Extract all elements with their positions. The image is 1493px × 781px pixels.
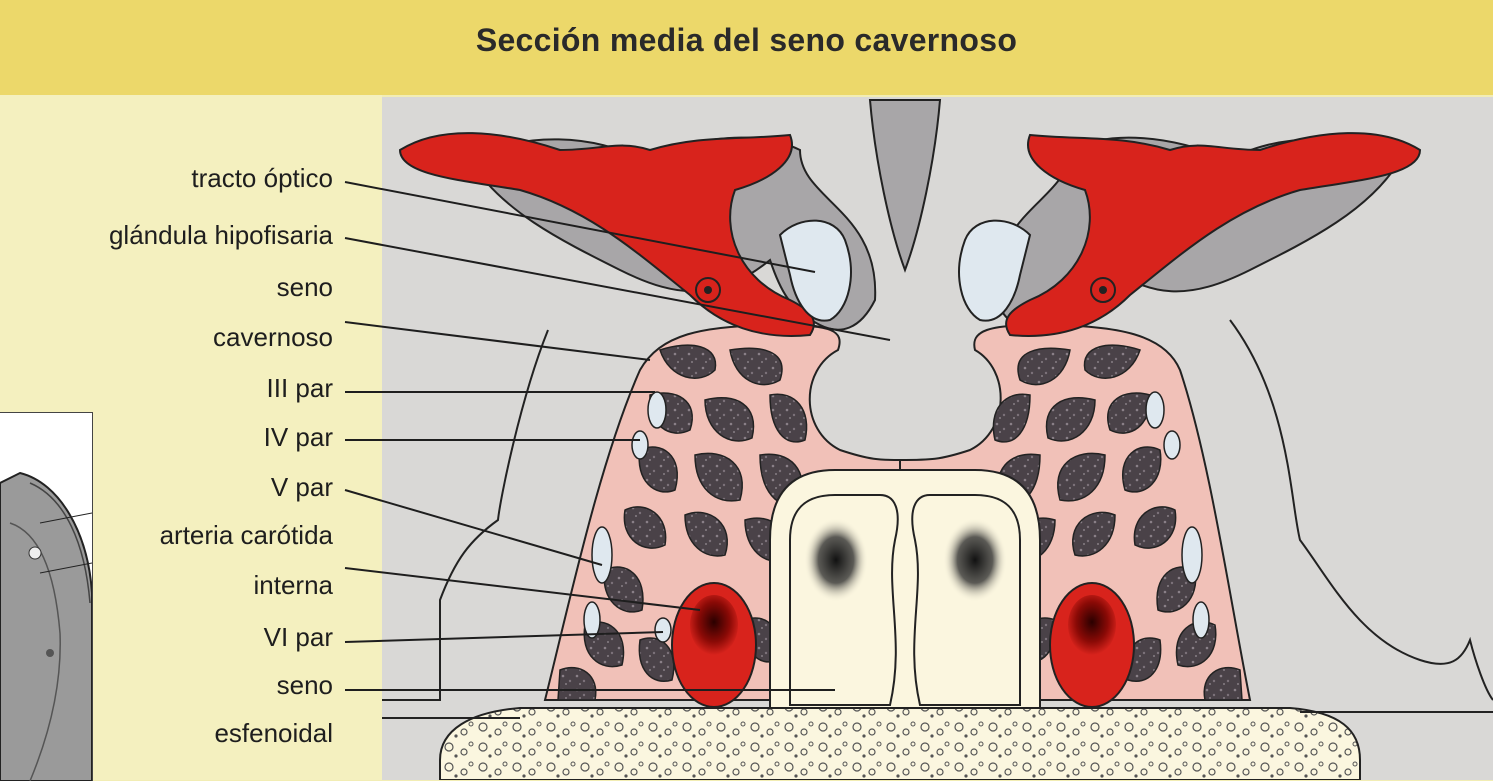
base-outline (382, 711, 1493, 719)
internal-carotid-right (1049, 582, 1135, 708)
label-tracto-optico: tracto óptico (191, 163, 333, 193)
diagram-title: Sección media del seno cavernoso (475, 22, 1018, 58)
leader-vi-par (344, 631, 664, 643)
label-interna: interna (253, 570, 334, 600)
cranial-nerves-right (1145, 391, 1210, 639)
label-glandula-hipofisaria: glándula hipofisaria (108, 220, 333, 250)
label-seno-esfenoidal-2: esfenoidal (214, 718, 333, 748)
internal-carotid-left (671, 582, 757, 708)
pituitary-stalk (868, 99, 942, 273)
sinus-trabeculae-left (557, 344, 808, 701)
leader-glandula-hipofisaria (344, 237, 891, 341)
sphenoid-bone (439, 707, 1361, 780)
leader-v-par (344, 489, 603, 566)
label-iv-par: IV par (263, 422, 333, 452)
label-vi-par: VI par (263, 622, 333, 652)
leader-tracto-optico (344, 181, 816, 273)
inset-illustration (0, 412, 93, 781)
leader-seno-cavernoso (344, 321, 651, 361)
optic-nerve-right (958, 219, 1032, 322)
leader-arteria-carotida (344, 567, 701, 611)
label-seno-cavernoso-1: seno (276, 272, 333, 302)
sphenoid-shadow-left (804, 518, 868, 602)
leader-lines (344, 181, 891, 691)
label-iii-par: III par (266, 373, 333, 403)
title-band (0, 0, 1493, 95)
label-arteria-carotida: arteria carótida (159, 520, 333, 550)
label-v-par: V par (270, 472, 333, 502)
outer-contour-left (382, 329, 549, 701)
sphenoid-shadow-right (943, 518, 1007, 602)
outer-contour-right (1229, 319, 1493, 701)
label-seno-esfenoidal-1: seno (276, 670, 333, 700)
optic-nerve-left (778, 219, 852, 322)
cranial-nerves-left (583, 391, 672, 643)
label-seno-cavernoso-2: cavernoso (213, 322, 333, 352)
